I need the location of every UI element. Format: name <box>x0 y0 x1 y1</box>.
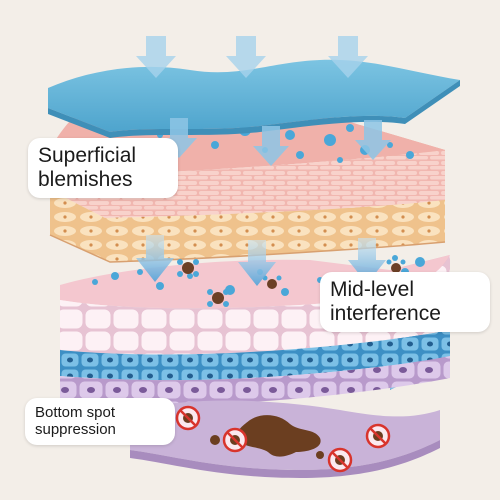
label-bottom-spot-suppression: Bottom spot suppression <box>25 398 175 445</box>
label-mid-level-interference: Mid-level interference <box>320 272 490 333</box>
bottom-skin-layer <box>130 400 440 478</box>
label-superficial-blemishes: Superficial blemishes <box>28 138 178 199</box>
prohibited-spot-icon <box>365 423 391 449</box>
down-arrow-icon <box>136 36 368 78</box>
prohibited-spot-icon <box>222 427 248 453</box>
prohibited-spot-icon <box>175 405 201 431</box>
prohibited-spot-icon <box>327 447 353 473</box>
down-arrow-icon <box>136 235 386 286</box>
upper-skin-block <box>49 96 446 263</box>
top-mask-sheet <box>48 59 460 138</box>
dark-spot <box>236 415 321 457</box>
pigment-cluster <box>177 259 406 307</box>
